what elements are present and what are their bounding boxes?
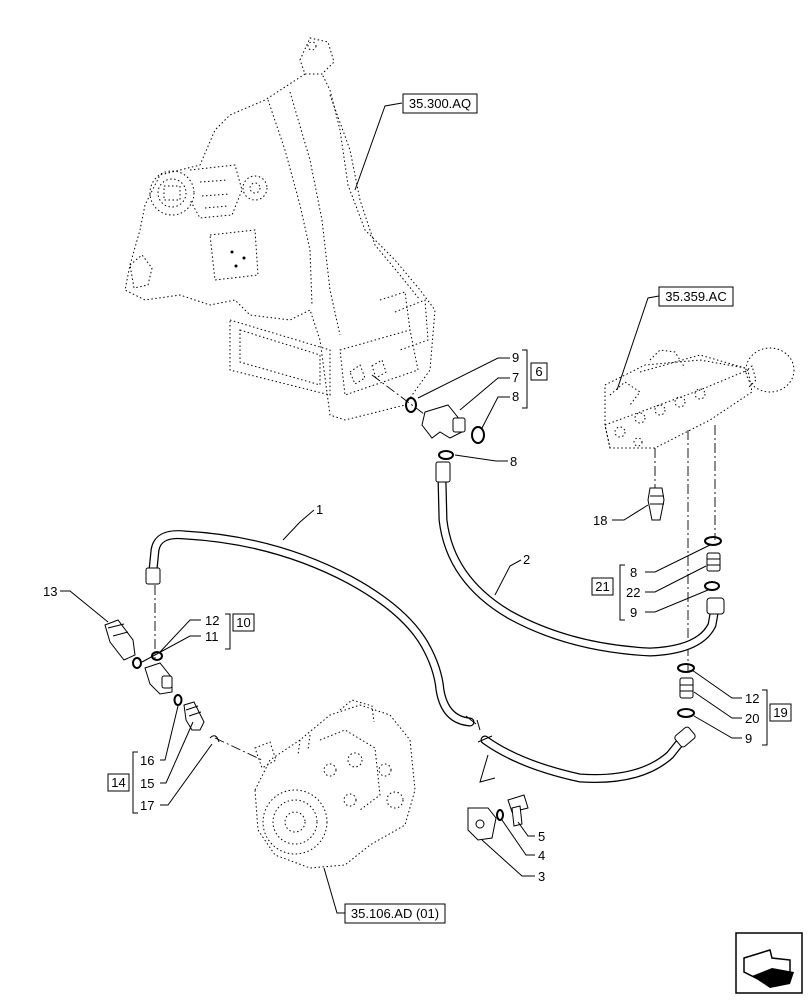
o-ring-8-lower — [438, 450, 454, 460]
callout-12-left: 12 — [205, 613, 219, 628]
frame-assembly — [124, 37, 436, 421]
svg-text:14: 14 — [111, 775, 125, 790]
hose-2 — [435, 461, 725, 657]
callout-20: 20 — [745, 711, 759, 726]
svg-text:35.106.AD (01): 35.106.AD (01) — [351, 906, 439, 921]
arrow-navigation-icon[interactable] — [735, 932, 803, 994]
callout-9-mid: 9 — [630, 605, 637, 620]
callout-9-low: 9 — [745, 731, 752, 746]
svg-text:21: 21 — [595, 579, 609, 594]
svg-text:10: 10 — [236, 615, 250, 630]
callout-11: 11 — [205, 629, 219, 644]
callout-8-top: 8 — [512, 389, 519, 404]
callout-3: 3 — [538, 869, 545, 884]
callout-17: 17 — [140, 798, 154, 813]
callout-14: 14 — [107, 773, 130, 792]
callout-15: 15 — [140, 776, 154, 791]
reference-pump[interactable]: 35.106.AD (01) — [344, 903, 446, 924]
callout-7: 7 — [512, 370, 519, 385]
callout-9-top: 9 — [512, 350, 519, 365]
callout-8-right: 8 — [630, 565, 637, 580]
svg-text:35.359.AC: 35.359.AC — [665, 289, 726, 304]
fittings — [104, 397, 722, 841]
reference-valve[interactable]: 35.359.AC — [658, 286, 734, 307]
hose-1 — [145, 530, 696, 783]
callout-13: 13 — [43, 584, 57, 599]
callout-numbers: 1 2 9 7 8 8 13 12 11 16 15 17 18 8 22 9 … — [43, 350, 759, 884]
callout-22: 22 — [626, 585, 640, 600]
callout-16: 16 — [140, 753, 154, 768]
o-ring-8 — [471, 426, 485, 444]
svg-text:35.300.AQ: 35.300.AQ — [409, 96, 471, 111]
callout-21: 21 — [591, 577, 614, 596]
svg-text:19: 19 — [773, 705, 787, 720]
callout-10: 10 — [232, 613, 255, 632]
svg-text:6: 6 — [535, 364, 542, 379]
callout-1: 1 — [316, 502, 323, 517]
callout-6: 6 — [530, 362, 548, 381]
o-ring-9 — [405, 397, 417, 413]
callout-12-right: 12 — [745, 691, 759, 706]
callout-2: 2 — [523, 552, 530, 567]
center-lines — [154, 374, 716, 761]
leader-lines — [60, 102, 768, 914]
callout-18: 18 — [593, 513, 607, 528]
reference-frame[interactable]: 35.300.AQ — [402, 93, 478, 114]
valve-assembly — [604, 347, 795, 449]
callout-5: 5 — [538, 829, 545, 844]
callout-8-mid: 8 — [510, 454, 517, 469]
callout-4: 4 — [538, 848, 545, 863]
callout-19: 19 — [769, 703, 792, 722]
pump-assembly — [254, 699, 416, 869]
